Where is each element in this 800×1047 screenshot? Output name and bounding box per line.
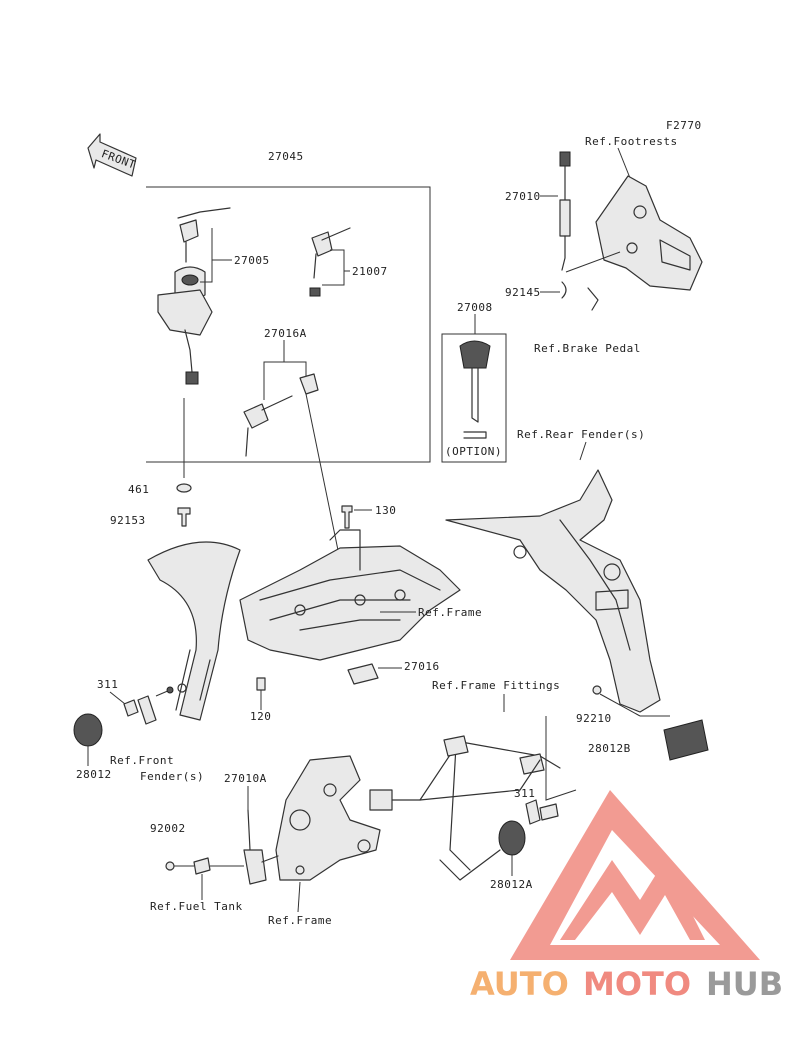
label-ref-footrests: Ref.Footrests (585, 135, 678, 148)
label-27005: 27005 (234, 254, 270, 267)
label-28012: 28012 (76, 768, 112, 781)
label-ref-front-fender-1: Ref.Front (110, 754, 174, 767)
option-box (441, 333, 507, 463)
ignition-switch (157, 207, 231, 385)
rear-fender (445, 469, 661, 713)
label-27016A: 27016A (264, 327, 307, 340)
kit-box-27045 (146, 186, 431, 463)
label-ref-front-fender-2: Fender(s) (140, 770, 204, 783)
frame-center (239, 529, 461, 661)
transponder-key (459, 340, 491, 439)
sidestand-switch-27010 (559, 151, 571, 271)
label-28012A: 28012A (490, 878, 533, 891)
label-92153: 92153 (110, 514, 146, 527)
label-ref-frame-center: Ref.Frame (418, 606, 482, 619)
watermark-text-auto: AUTO (470, 965, 569, 1003)
footrest-bracket (595, 175, 703, 291)
watermark-text-moto: MOTO (583, 965, 691, 1003)
label-ref-fuel-tank: Ref.Fuel Tank (150, 900, 243, 913)
lower-bracket (275, 755, 381, 881)
label-130: 130 (375, 504, 396, 517)
key-set-27016A (243, 373, 319, 457)
watermark-text-hub: HUB (706, 965, 783, 1003)
label-27045: 27045 (268, 150, 304, 163)
label-27010A: 27010A (224, 772, 267, 785)
label-92210: 92210 (576, 712, 612, 725)
front-arrow: FRONT (87, 133, 137, 177)
diagram-code: F2770 (666, 119, 702, 132)
label-92145: 92145 (505, 286, 541, 299)
reflector-28012 (73, 713, 103, 747)
label-21007: 21007 (352, 265, 388, 278)
label-option: (OPTION) (445, 445, 502, 458)
watermark-logo (510, 790, 760, 960)
label-ref-rear-fender: Ref.Rear Fender(s) (517, 428, 645, 441)
switch-27010A (243, 809, 279, 885)
reflector-28012A (498, 820, 526, 856)
label-ref-brake-pedal: Ref.Brake Pedal (534, 342, 641, 355)
label-311-left: 311 (97, 678, 118, 691)
label-ref-frame-fittings: Ref.Frame Fittings (432, 679, 560, 692)
key-set-21007 (309, 227, 351, 297)
label-27016: 27016 (404, 660, 440, 673)
watermark-m-icon (560, 860, 705, 940)
label-27008: 27008 (457, 301, 493, 314)
frame-fittings (369, 735, 561, 881)
label-28012B: 28012B (588, 742, 631, 755)
front-arrow-icon (87, 133, 137, 177)
watermark-triangle-icon (510, 790, 760, 960)
label-92002: 92002 (150, 822, 186, 835)
label-461: 461 (128, 483, 149, 496)
front-fender (147, 541, 241, 721)
label-311-right: 311 (514, 787, 535, 800)
label-27010: 27010 (505, 190, 541, 203)
label-120: 120 (250, 710, 271, 723)
label-ref-frame-bottom: Ref.Frame (268, 914, 332, 927)
